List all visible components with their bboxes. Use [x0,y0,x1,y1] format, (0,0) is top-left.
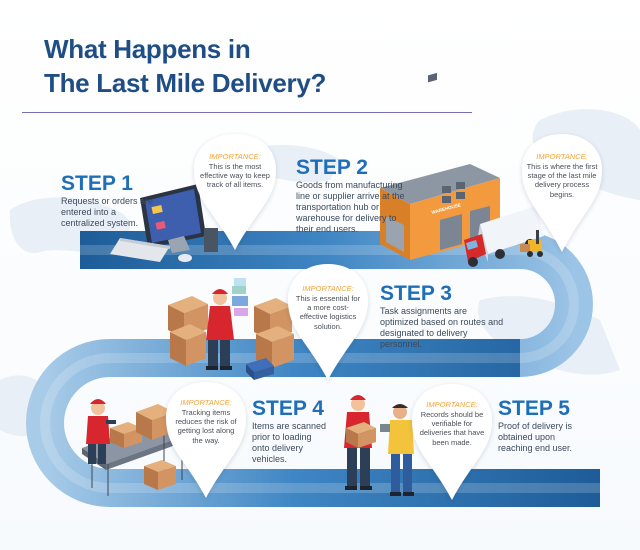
forklift-illustration [520,230,543,257]
importance-3-label: IMPORTANCE: [302,284,354,293]
delivery-worker-step3 [206,278,248,370]
importance-4-label: IMPORTANCE: [180,398,232,407]
importance-4-text: Tracking items reduces the risk of getti… [175,408,237,445]
importance-5-text: Records should be verifiable for deliver… [419,410,485,447]
step-5-description: Proof of delivery is obtained upon reach… [498,421,573,453]
step-4-description: Items are scanned prior to loading onto … [252,421,327,464]
road-segment-lower [26,339,600,507]
importance-bubble-4 [166,382,246,498]
boxes-stack-right [254,298,294,368]
importance-bubble-5 [412,384,492,500]
step-3-description: Task assignments are optimized based on … [380,306,504,349]
step-2-description: Goods from manufacturing line or supplie… [296,180,405,234]
importance-bubble-1 [194,134,276,250]
worker-scanning-step4 [86,399,116,464]
step-1-description: Requests or orders are entered into a ce… [61,196,154,228]
importance-bubble-2 [522,134,602,252]
title-line-2: The Last Mile Delivery? [44,68,327,98]
importance-bubble-3 [288,264,368,380]
importance-5-label: IMPORTANCE: [426,400,478,409]
step-3-heading: STEP 3 [380,282,452,305]
importance-1-text: This is the most effective way to keep t… [200,162,270,190]
importance-2-text: This is where the first stage of the las… [526,162,598,199]
barcode-scanner-device [246,358,274,380]
importance-3-text: This is essential for a more cost-effect… [295,294,361,331]
step-1-heading: STEP 1 [61,172,133,195]
step-5-heading: STEP 5 [498,397,570,420]
computer-illustration [110,184,218,262]
step-2-heading: STEP 2 [296,156,368,179]
importance-1-label: IMPORTANCE: [209,152,261,161]
step-4-heading: STEP 4 [252,397,324,420]
customer-signing [380,404,414,496]
boxes-stack-left [168,296,208,366]
importance-2-label: IMPORTANCE: [536,152,588,161]
road-inner-band [40,245,600,493]
title-divider [22,112,472,113]
courier-with-package [344,395,376,490]
title-line-1: What Happens in [44,34,251,64]
